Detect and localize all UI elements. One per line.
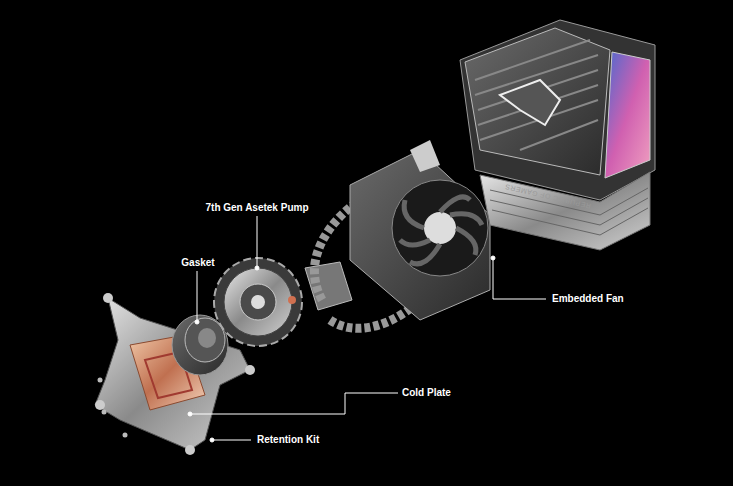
pump: [214, 258, 302, 346]
embedded-fan: [350, 140, 490, 320]
part-label: Embedded Fan: [552, 293, 624, 305]
cover-cube: [460, 20, 655, 250]
part-label: 7th Gen Asetek Pump: [206, 202, 309, 214]
part-label: Cold Plate: [402, 387, 451, 399]
part-label: Retention Kit: [257, 434, 319, 446]
leader-lines: [188, 216, 546, 442]
part-label: Gasket: [181, 257, 214, 269]
